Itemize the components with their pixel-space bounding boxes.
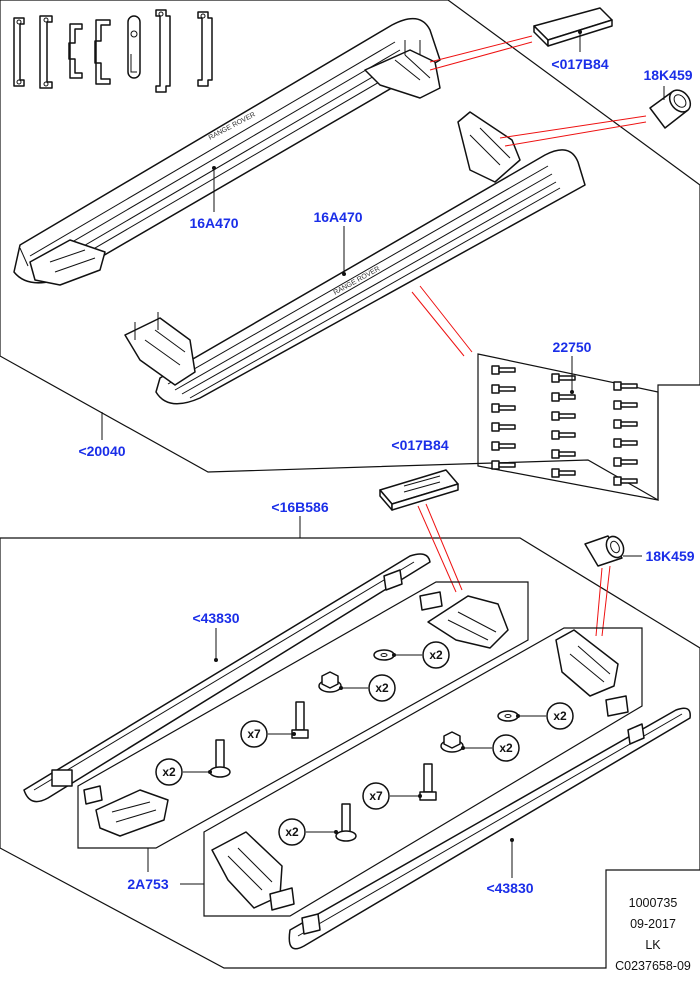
bolt-short-upper-icon: [209, 739, 231, 778]
qty-bolt-long-upper: x7: [247, 727, 261, 741]
support-bracket-kit-icon: [83, 591, 629, 911]
quantity-bubbles: x2 x2 x7 x2 x2 x2 x7 x2: [155, 641, 574, 846]
red-guide-lines-middle: [417, 503, 611, 637]
bracket-017b84-middle-icon: [379, 469, 459, 511]
bolt-icon: [613, 457, 638, 467]
callout-43830-lower: <43830: [486, 880, 533, 896]
bolt-icon: [613, 400, 638, 410]
bolt-icon: [491, 441, 516, 451]
nut-lower-icon: [440, 731, 464, 753]
bolt-set-icon: [491, 365, 638, 486]
qty-washer-upper: x2: [429, 648, 443, 662]
callout-20040: <20040: [78, 443, 125, 459]
leader-lines-top: [101, 30, 665, 440]
washer-lower-icon: [497, 710, 519, 722]
callout-2a753: 2A753: [127, 876, 168, 892]
bolt-icon: [551, 392, 576, 402]
bushing-18k459-middle-icon: [584, 535, 625, 567]
bolt-icon: [491, 403, 516, 413]
bolt-icon: [491, 365, 516, 375]
callout-16b586: <16B586: [271, 499, 328, 515]
bolt-icon: [551, 411, 576, 421]
side-rail-lower-icon: [288, 707, 691, 950]
qty-nut-lower: x2: [499, 741, 513, 755]
qty-washer-lower: x2: [553, 709, 567, 723]
bolt-set-panel: [477, 353, 659, 501]
callout-017b84-upper: <017B84: [551, 56, 608, 72]
callout-16a470-right: 16A470: [313, 209, 362, 225]
bolt-icon: [551, 468, 576, 478]
bolt-icon: [613, 419, 638, 429]
callout-labels: <017B84 18K459 16A470 16A470 22750 <2004…: [78, 56, 694, 896]
callout-18k459-middle: 18K459: [645, 548, 694, 564]
red-guide-lines-top: [411, 35, 647, 357]
kit-frame: [0, 537, 700, 969]
drawing-info-block: 1000735 09-2017 LK C0237658-09: [615, 896, 691, 973]
qty-bolt-long-lower: x7: [369, 789, 383, 803]
bolt-icon: [551, 449, 576, 459]
bolt-icon: [491, 460, 516, 470]
bolt-short-lower-icon: [335, 803, 357, 842]
running-board-upper-icon: RANGE ROVER: [13, 17, 441, 286]
nut-upper-icon: [318, 671, 342, 693]
leader-lines-bottom: [147, 555, 642, 885]
callout-43830-upper: <43830: [192, 610, 239, 626]
bolt-icon: [613, 438, 638, 448]
bolt-long-lower-icon: [419, 763, 437, 801]
bolt-icon: [551, 373, 576, 383]
mounting-kit-panel-upper: [77, 581, 529, 849]
bolt-icon: [491, 384, 516, 394]
bolt-icon: [551, 430, 576, 440]
side-rail-upper-icon: [23, 553, 431, 803]
qty-nut-upper: x2: [375, 681, 389, 695]
bushing-18k459-upper-icon: [649, 89, 692, 129]
drawing-initials: LK: [645, 938, 661, 952]
bolt-icon: [491, 422, 516, 432]
drawing-date: 09-2017: [630, 917, 676, 931]
drawing-number: 1000735: [629, 896, 678, 910]
bolt-icon: [613, 381, 638, 391]
callout-16a470-left: 16A470: [189, 215, 238, 231]
drawing-reference: C0237658-09: [615, 959, 691, 973]
qty-bolt-short-lower: x2: [285, 825, 299, 839]
bracket-017b84-upper-icon: [533, 7, 613, 47]
washer-upper-icon: [373, 649, 395, 661]
callout-18k459-upper: 18K459: [643, 67, 692, 83]
callout-017b84-middle: <017B84: [391, 437, 448, 453]
running-board-lower-icon: RANGE ROVER: [124, 111, 586, 405]
callout-22750: 22750: [553, 339, 592, 355]
bolt-icon: [613, 476, 638, 486]
clip-set-icon: [13, 9, 213, 93]
qty-bolt-short-upper: x2: [162, 765, 176, 779]
mounting-kit-panel-lower: [203, 627, 643, 917]
bolt-long-upper-icon: [291, 701, 309, 739]
